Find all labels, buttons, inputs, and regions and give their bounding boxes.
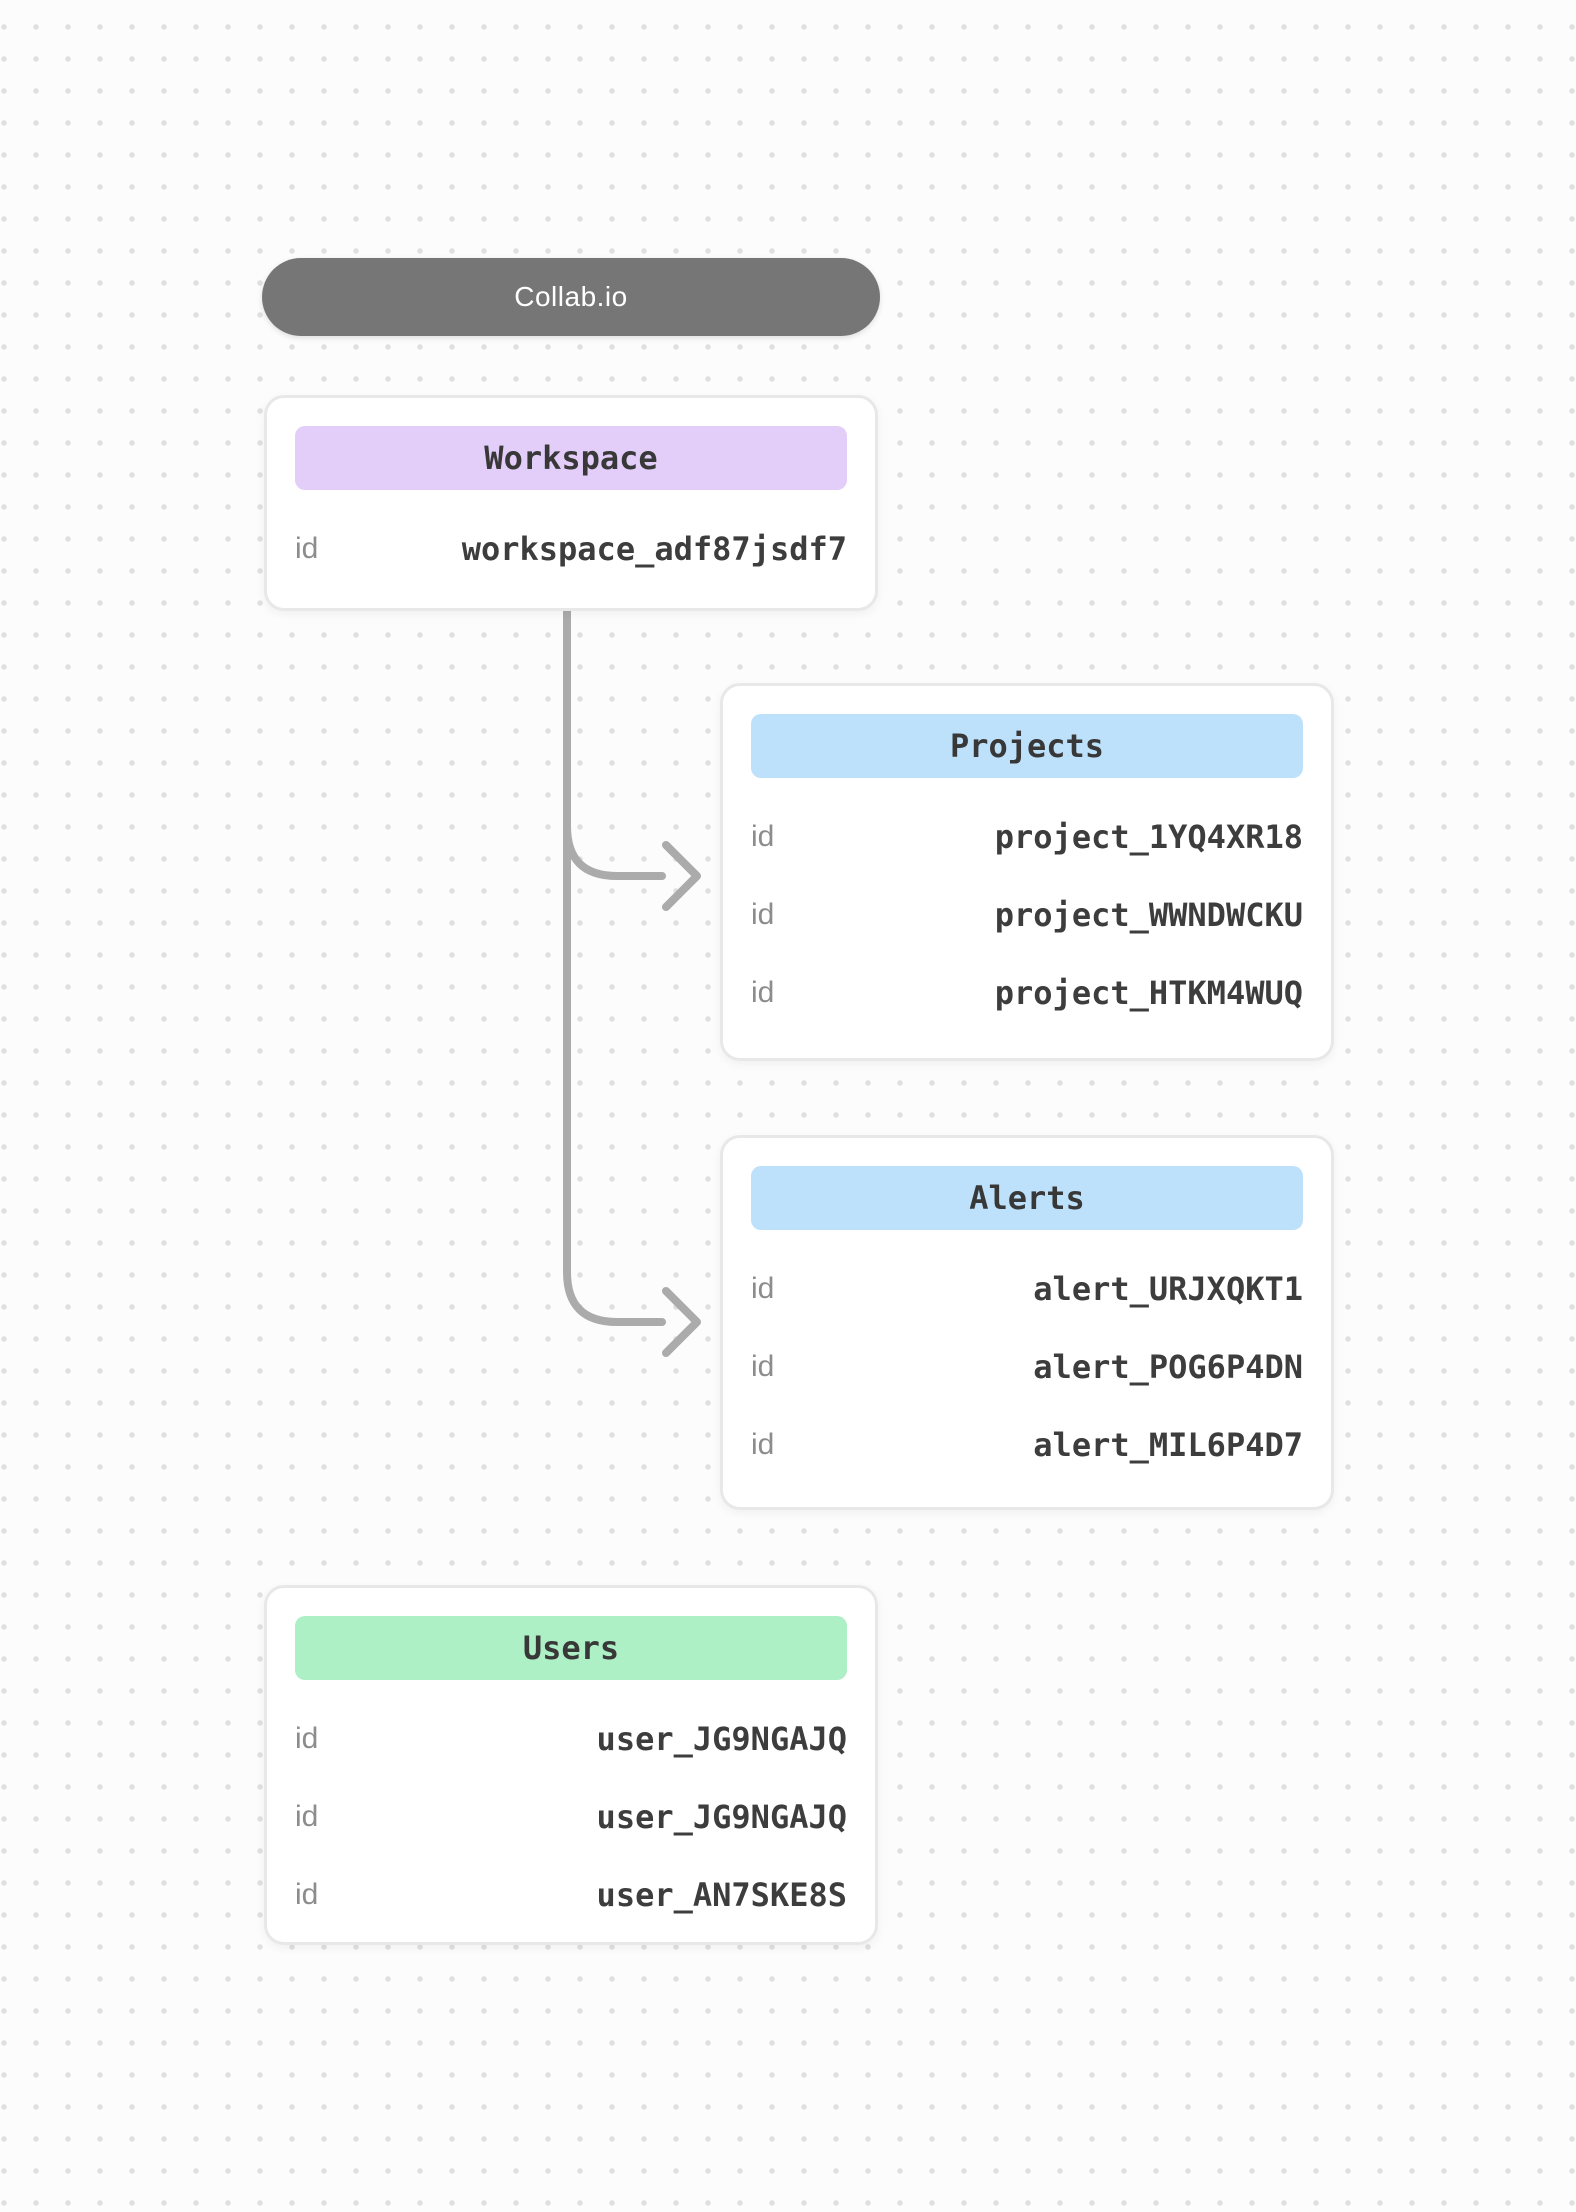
field-value: user_JG9NGAJQ <box>596 1798 847 1836</box>
field-row: id project_1YQ4XR18 <box>751 798 1303 876</box>
field-value: project_1YQ4XR18 <box>994 818 1303 856</box>
field-key: id <box>295 1878 319 1911</box>
arrowhead-projects-icon <box>662 841 701 911</box>
connector-group <box>563 600 701 1357</box>
entity-card-alerts[interactable]: Alerts id alert_URJXQKT1 id alert_POG6P4… <box>720 1135 1334 1510</box>
field-value: user_AN7SKE8S <box>596 1876 847 1914</box>
field-value: alert_URJXQKT1 <box>1033 1270 1303 1308</box>
field-row: id project_HTKM4WUQ <box>751 954 1303 1032</box>
field-row: id alert_POG6P4DN <box>751 1328 1303 1406</box>
field-row: id user_AN7SKE8S <box>295 1856 847 1934</box>
field-key: id <box>751 1350 775 1383</box>
diagram-title-node[interactable]: Collab.io <box>262 258 880 336</box>
field-value: workspace_adf87jsdf7 <box>461 530 847 568</box>
field-row: id user_JG9NGAJQ <box>295 1700 847 1778</box>
field-key: id <box>751 820 775 853</box>
field-rows: id user_JG9NGAJQ id user_JG9NGAJQ id use… <box>295 1700 847 1934</box>
field-key: id <box>295 1800 319 1833</box>
connector-workspace-projects <box>563 600 666 880</box>
field-value: alert_POG6P4DN <box>1033 1348 1303 1386</box>
field-key: id <box>751 898 775 931</box>
field-row: id project_WWNDWCKU <box>751 876 1303 954</box>
field-row: id alert_MIL6P4D7 <box>751 1406 1303 1484</box>
entity-card-users[interactable]: Users id user_JG9NGAJQ id user_JG9NGAJQ … <box>264 1585 878 1945</box>
diagram-title-label: Collab.io <box>514 281 628 312</box>
field-row: id alert_URJXQKT1 <box>751 1250 1303 1328</box>
field-row: id workspace_adf87jsdf7 <box>295 510 847 588</box>
field-value: user_JG9NGAJQ <box>596 1720 847 1758</box>
field-key: id <box>751 1272 775 1305</box>
entity-card-projects[interactable]: Projects id project_1YQ4XR18 id project_… <box>720 683 1334 1061</box>
field-value: project_WWNDWCKU <box>994 896 1303 934</box>
entity-header-projects: Projects <box>751 714 1303 778</box>
entity-card-workspace[interactable]: Workspace id workspace_adf87jsdf7 <box>264 395 878 611</box>
entity-header-users: Users <box>295 1616 847 1680</box>
field-rows: id project_1YQ4XR18 id project_WWNDWCKU … <box>751 798 1303 1032</box>
field-rows: id workspace_adf87jsdf7 <box>295 490 847 608</box>
field-key: id <box>295 1722 319 1755</box>
entity-header-workspace: Workspace <box>295 426 847 490</box>
arrowhead-alerts-icon <box>662 1287 701 1357</box>
field-row: id user_JG9NGAJQ <box>295 1778 847 1856</box>
connector-workspace-alerts <box>563 822 666 1326</box>
field-key: id <box>295 532 319 565</box>
field-key: id <box>751 976 775 1009</box>
field-rows: id alert_URJXQKT1 id alert_POG6P4DN id a… <box>751 1250 1303 1484</box>
field-value: alert_MIL6P4D7 <box>1033 1426 1303 1464</box>
field-value: project_HTKM4WUQ <box>994 974 1303 1012</box>
entity-header-alerts: Alerts <box>751 1166 1303 1230</box>
field-key: id <box>751 1428 775 1461</box>
